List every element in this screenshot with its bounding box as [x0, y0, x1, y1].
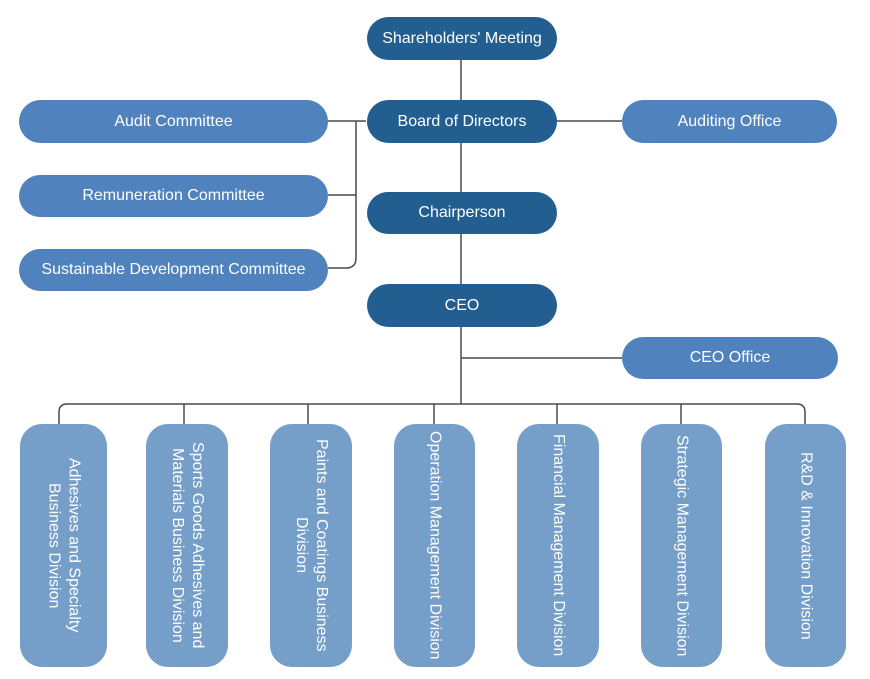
- node-division-financial-management[interactable]: Financial Management Division: [517, 424, 599, 667]
- node-division-strategic-management[interactable]: Strategic Management Division: [641, 424, 722, 667]
- node-label: Auditing Office: [677, 112, 782, 130]
- node-division-paints-coatings[interactable]: Paints and Coatings Business Division: [270, 424, 352, 667]
- node-auditing-office[interactable]: Auditing Office: [622, 100, 837, 143]
- connector-divisions-bus: [58, 403, 806, 424]
- node-label: Sustainable Development Committee: [41, 261, 306, 278]
- division-label: Strategic Management Division: [673, 434, 691, 657]
- node-audit-committee[interactable]: Audit Committee: [19, 100, 328, 143]
- node-label: Remuneration Committee: [82, 187, 265, 204]
- division-label: Paints and Coatings Business Division: [293, 439, 330, 652]
- division-label: Adhesives and Specialty Business Divisio…: [45, 458, 83, 633]
- node-label: Audit Committee: [114, 112, 233, 130]
- node-label: Board of Directors: [397, 112, 527, 130]
- node-ceo-office[interactable]: CEO Office: [622, 337, 838, 379]
- node-label: Shareholders' Meeting: [382, 29, 542, 47]
- connector-committees-bus: [328, 121, 357, 269]
- node-division-sports-goods[interactable]: Sports Goods Adhesives and Materials Bus…: [146, 424, 228, 667]
- division-label: Financial Management Division: [550, 434, 567, 657]
- node-division-rd-innovation[interactable]: R&D & Innovation Division: [765, 424, 846, 667]
- node-board-of-directors[interactable]: Board of Directors: [367, 100, 557, 143]
- node-remuneration-committee[interactable]: Remuneration Committee: [19, 175, 328, 217]
- node-division-adhesives-specialty[interactable]: Adhesives and Specialty Business Divisio…: [20, 424, 107, 667]
- division-label: R&D & Innovation Division: [797, 451, 815, 640]
- division-label: Operation Management Division: [426, 431, 444, 660]
- node-ceo[interactable]: CEO: [367, 284, 557, 327]
- node-chairperson[interactable]: Chairperson: [367, 192, 557, 234]
- node-division-operation-management[interactable]: Operation Management Division: [394, 424, 475, 667]
- node-label: Chairperson: [418, 204, 506, 221]
- division-label: Sports Goods Adhesives and Materials Bus…: [169, 442, 206, 649]
- node-label: CEO: [444, 296, 480, 314]
- node-label: CEO Office: [689, 349, 771, 366]
- node-sustainable-development-committee[interactable]: Sustainable Development Committee: [19, 249, 328, 291]
- node-shareholders-meeting[interactable]: Shareholders' Meeting: [367, 17, 557, 60]
